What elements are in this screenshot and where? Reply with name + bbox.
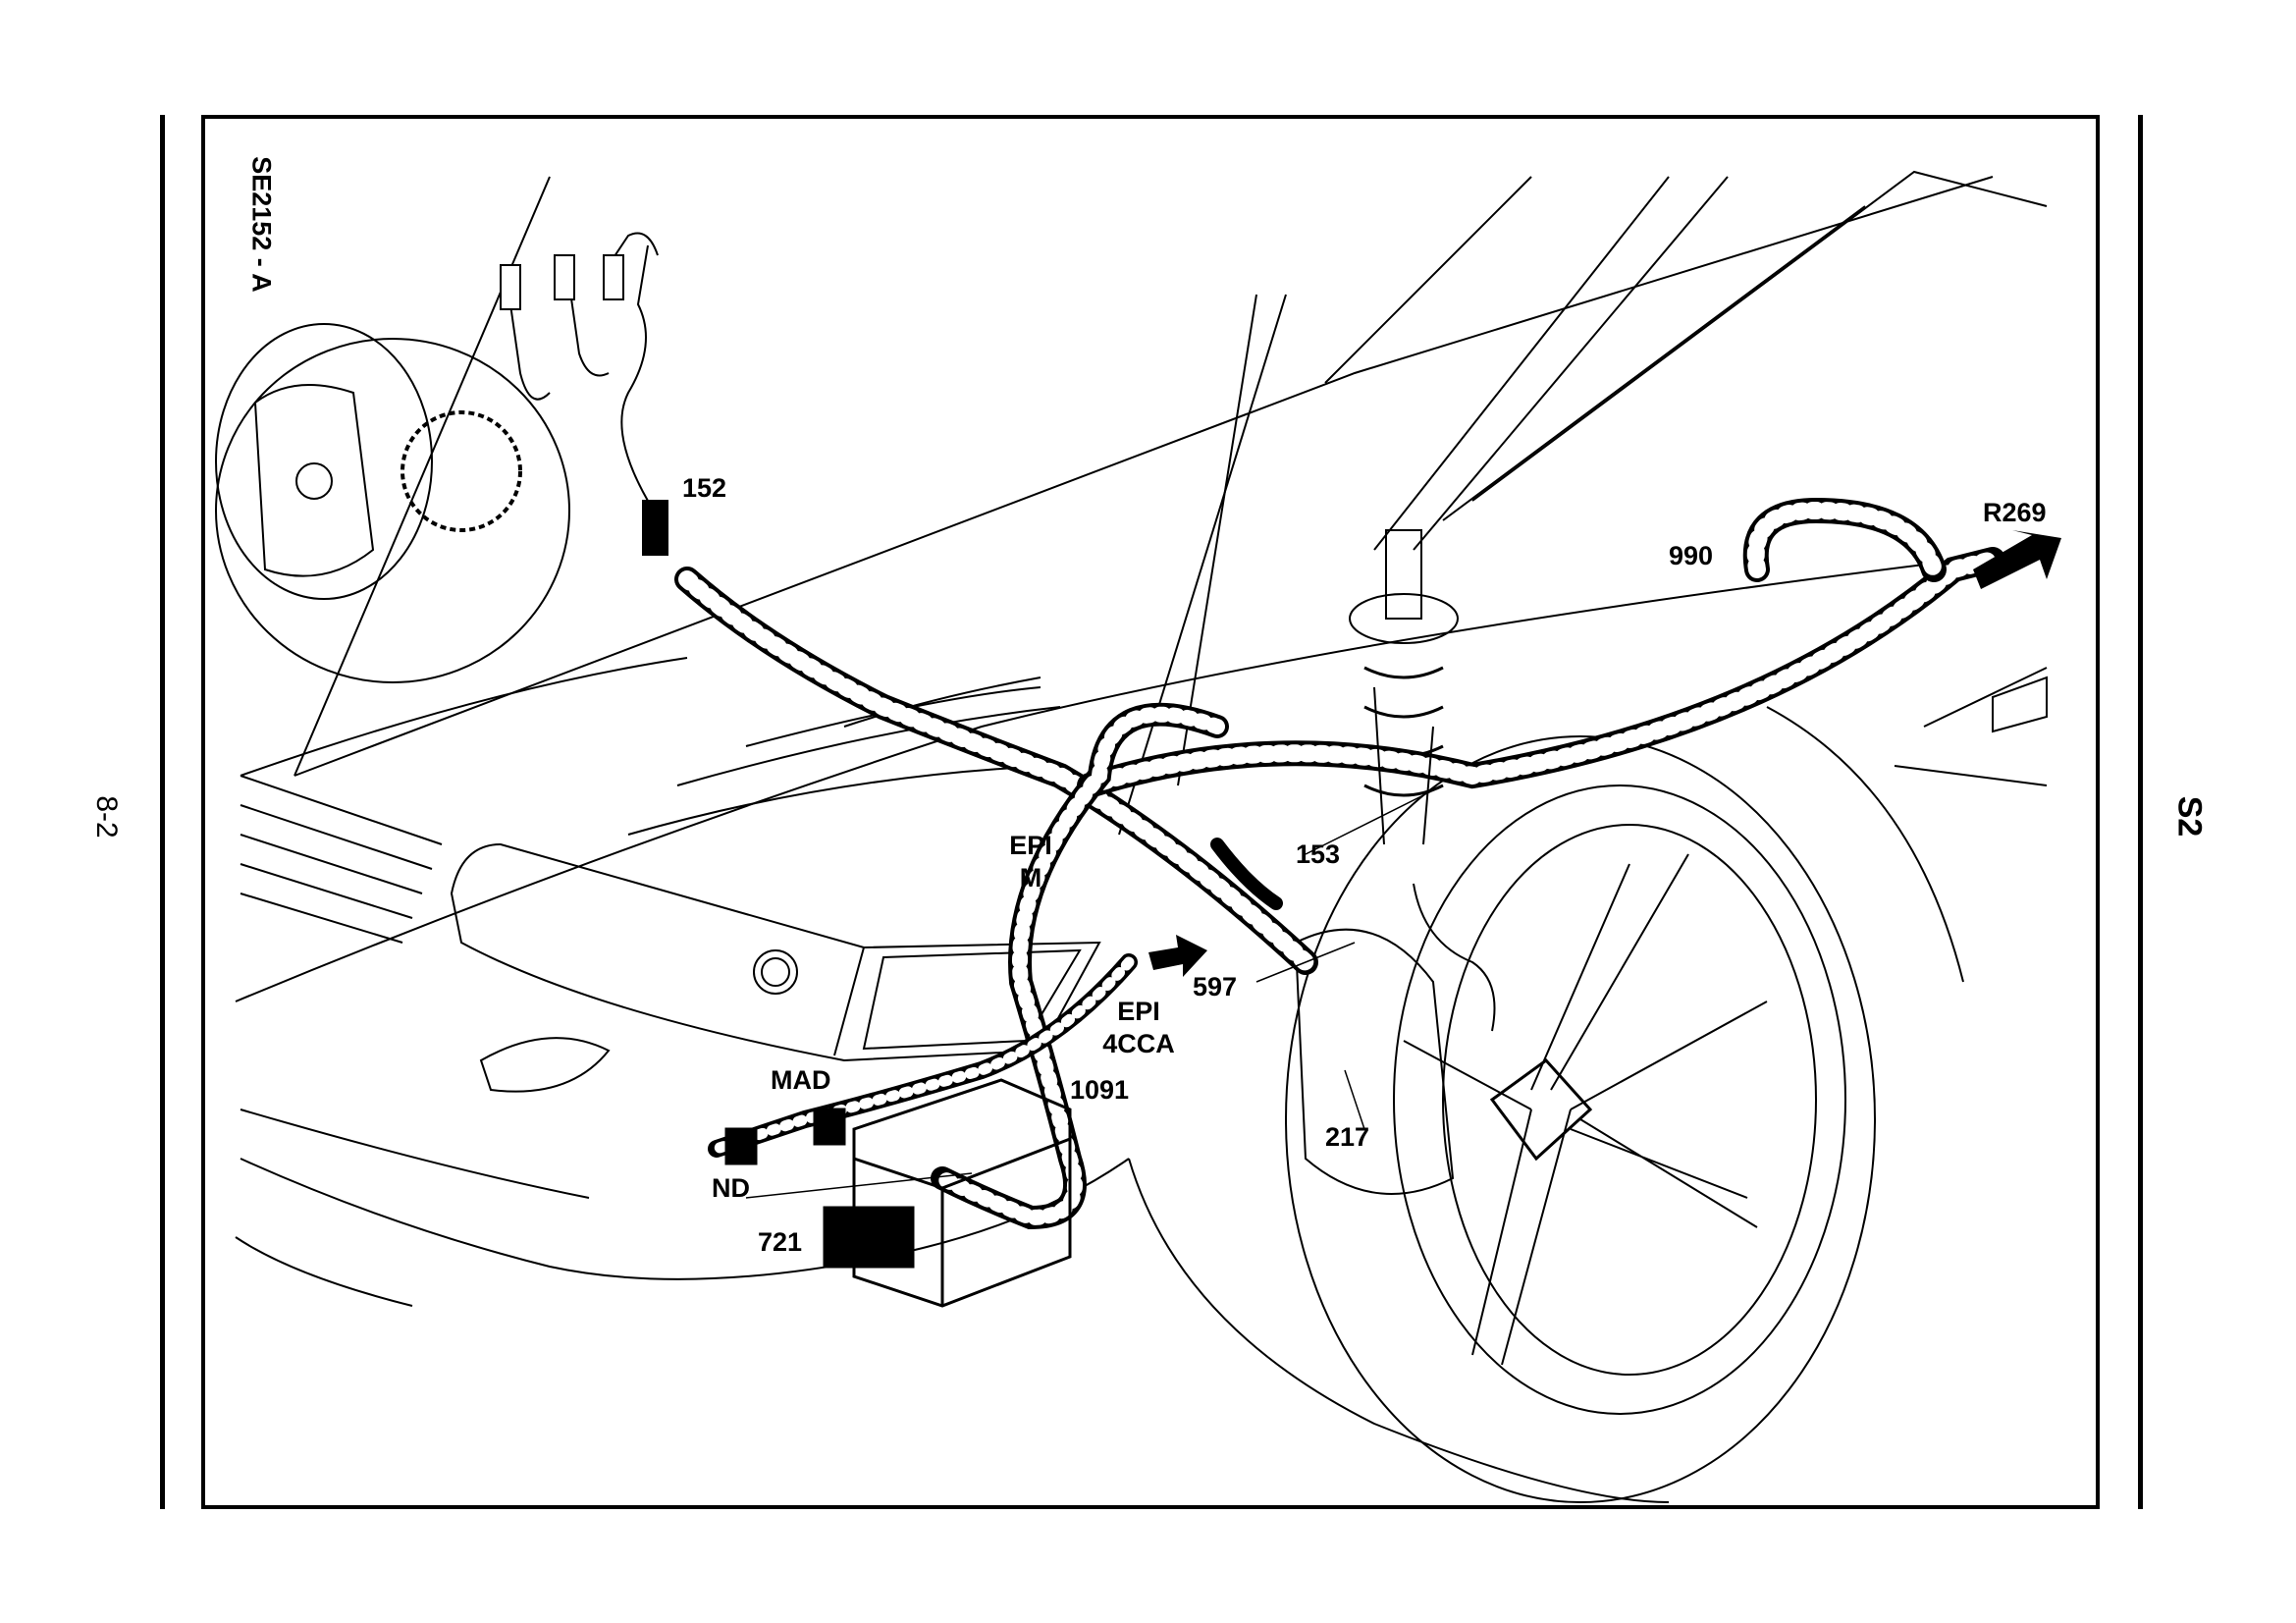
callout-1091: 1091 xyxy=(1070,1075,1130,1105)
callout-153: 153 xyxy=(1296,839,1341,869)
callout-nd: ND xyxy=(712,1173,750,1203)
arrow-597 xyxy=(1148,935,1207,977)
callout-mad: MAD xyxy=(771,1065,831,1095)
direction-arrows xyxy=(1148,530,2061,977)
left-margin-rule xyxy=(160,115,165,1509)
diagram-frame xyxy=(201,115,2100,1509)
arrow-r269 xyxy=(1973,530,2061,589)
callout-epi-m-line1: EPI xyxy=(1009,831,1052,860)
sensor-leads xyxy=(500,232,1496,1032)
control-unit xyxy=(724,1078,1072,1308)
callout-990: 990 xyxy=(1669,541,1714,570)
front-wheel xyxy=(1285,735,1876,1503)
headlamp xyxy=(450,842,1101,1093)
callout-597: 597 xyxy=(1193,972,1238,1001)
suspension-strut xyxy=(1349,529,1459,797)
wiring-harness xyxy=(674,497,2005,1230)
callout-epi-4cca: EPI 4CCA xyxy=(1099,999,1178,1057)
callout-epi-m-line2: M xyxy=(1019,863,1042,893)
callout-152: 152 xyxy=(682,473,727,503)
car-body-outline xyxy=(235,170,2048,1503)
callout-epi-4cca-line1: EPI xyxy=(1117,997,1160,1026)
callout-721: 721 xyxy=(758,1227,803,1257)
callout-leaders xyxy=(745,784,1444,1199)
front-grille xyxy=(240,775,443,944)
callout-217: 217 xyxy=(1325,1122,1370,1152)
bonnet-lines xyxy=(627,676,1061,836)
callout-epi-m: EPI M xyxy=(1006,833,1055,892)
callout-epi-4cca-line2: 4CCA xyxy=(1102,1029,1175,1058)
right-margin-rule xyxy=(2138,115,2143,1509)
drawing-reference: SE2152 - A xyxy=(246,156,277,293)
page-number: 8-2 xyxy=(90,795,123,839)
section-label: S2 xyxy=(2170,795,2209,838)
callout-r269: R269 xyxy=(1983,498,2047,527)
